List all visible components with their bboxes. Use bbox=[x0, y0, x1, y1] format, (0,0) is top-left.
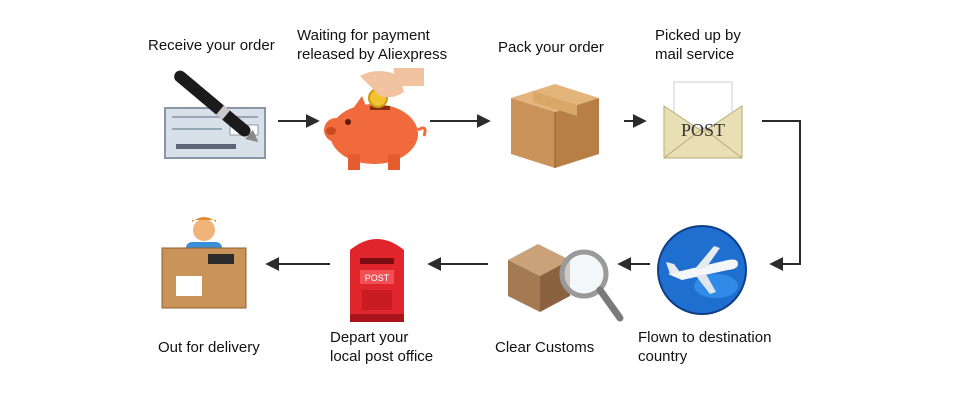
step-1-label: Receive your order bbox=[148, 37, 275, 54]
step-4-label: Picked up by mail service bbox=[655, 27, 741, 63]
arrow-4-5 bbox=[762, 120, 801, 271]
airplane-globe-icon bbox=[656, 224, 748, 316]
delivery-man-icon bbox=[158, 214, 250, 318]
step-5-label: Flown to destination country bbox=[638, 329, 772, 365]
step-7-label: Depart your local post office bbox=[330, 329, 434, 365]
step-6-label: Clear Customs bbox=[495, 339, 595, 356]
box-magnifier-icon bbox=[504, 230, 626, 326]
step-3-label: Pack your order bbox=[498, 39, 604, 56]
step-2-label: Waiting for payment released by Aliexpre… bbox=[297, 27, 448, 63]
check-pen-icon bbox=[160, 70, 272, 162]
svg-text:POST: POST bbox=[365, 273, 390, 283]
mailbox-icon: POST bbox=[342, 228, 412, 324]
cardboard-box-icon bbox=[505, 76, 605, 172]
piggy-bank-icon bbox=[318, 68, 430, 172]
svg-text:POST: POST bbox=[681, 120, 725, 140]
post-envelope-icon: POST bbox=[660, 76, 746, 162]
step-8-label: Out for delivery bbox=[158, 339, 260, 356]
